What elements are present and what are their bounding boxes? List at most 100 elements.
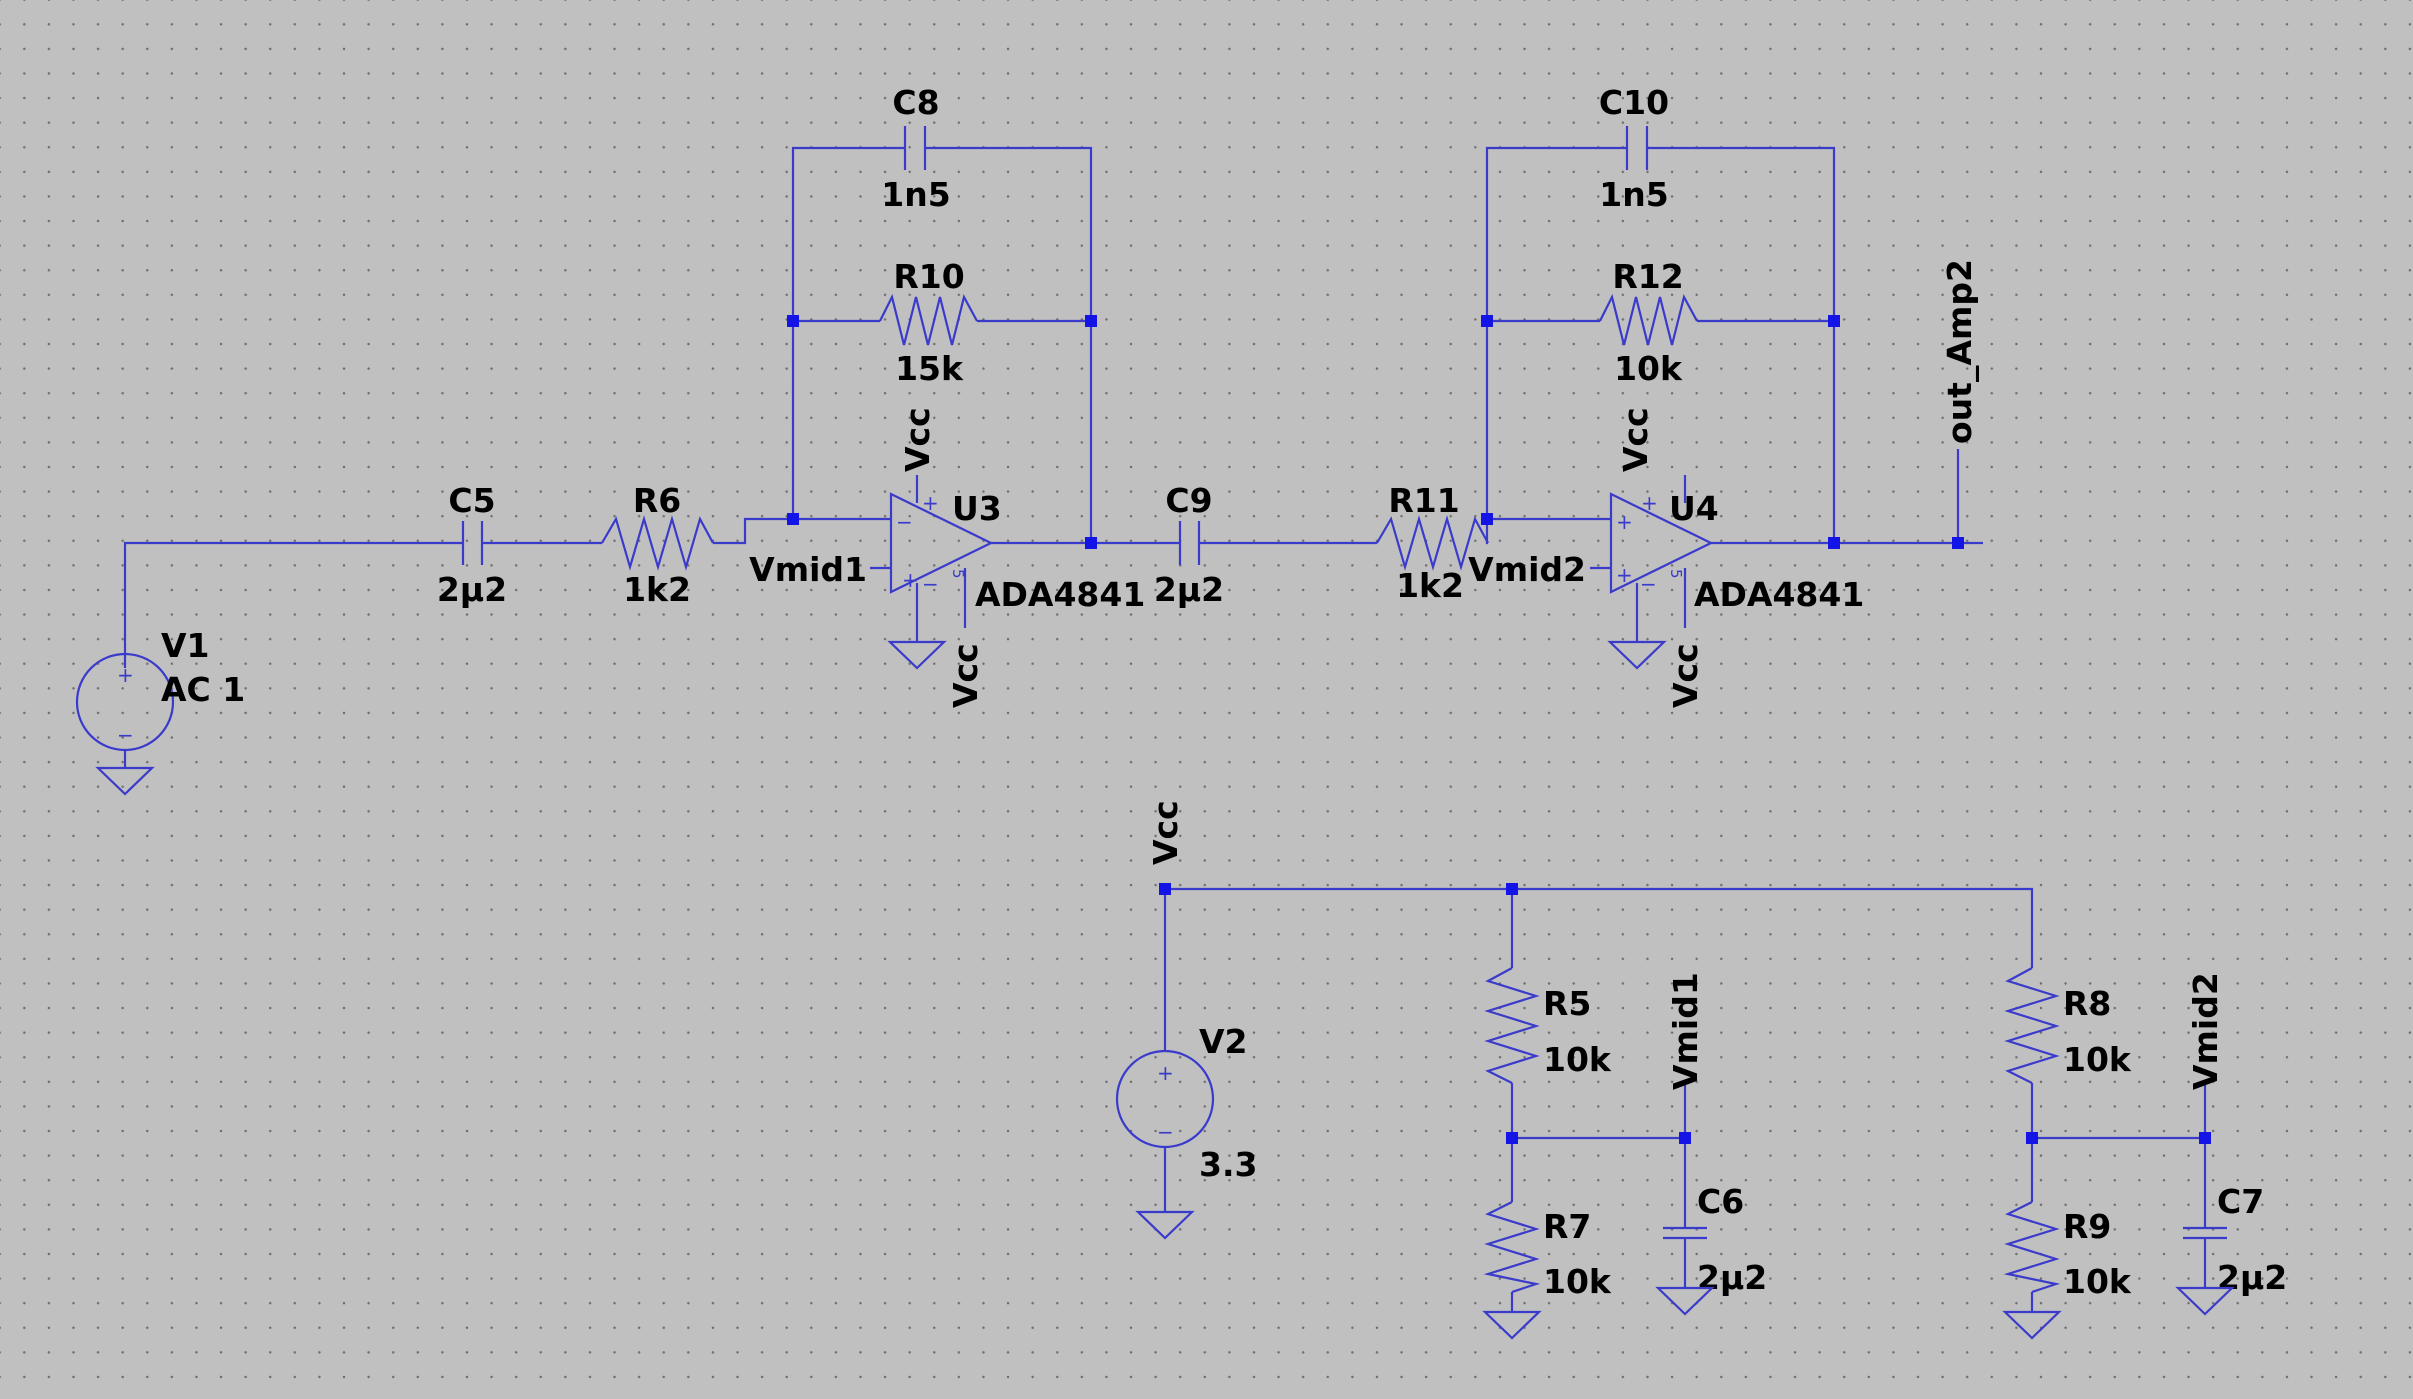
u4-noninverting-pin-mark: + (1616, 510, 1633, 534)
junction-dot (1481, 315, 1493, 327)
u3-pin5-mark: 5 (949, 569, 967, 579)
resistor-r8[interactable]: R8 10k (2004, 967, 2132, 1084)
junctions (787, 315, 2211, 1144)
capacitor-c7[interactable]: C7 2µ2 (2183, 1182, 2287, 1297)
v1-plus-mark: + (117, 663, 134, 687)
resistor-r5[interactable]: R5 10k (1484, 967, 1612, 1084)
resistor-r9[interactable]: R9 10k (2003, 1201, 2132, 1301)
u4-pin5-mark: 5 (1667, 569, 1685, 579)
net-label-out-amp2: out_Amp2 (1940, 259, 1979, 444)
u3-vplus-mark: + (922, 491, 939, 515)
u3-noninverting-pin-mark: + (902, 568, 919, 592)
u3-label: U3 (952, 489, 1002, 528)
wire-v1-to-c5 (123, 541, 463, 668)
r12-symbol[interactable] (1599, 293, 1698, 346)
capacitor-c6[interactable]: C6 2µ2 (1663, 1182, 1767, 1297)
c9-label: C9 (1165, 481, 1212, 520)
capacitor-c8[interactable]: C8 1n5 (881, 83, 950, 214)
u4-noninv-lower-mark: + (1616, 563, 1633, 587)
r9-label: R9 (2063, 1207, 2111, 1246)
wire-amp1-feedback-right (925, 146, 1093, 543)
ground-icon (1135, 1210, 1195, 1240)
junction-dot (1506, 1132, 1518, 1144)
wire-vcc-rail (1165, 887, 2034, 968)
c10-value: 1n5 (1599, 175, 1668, 214)
net-label-vcc-v2: Vcc (1146, 800, 1185, 865)
voltage-source-v2[interactable]: + − V2 3.3 (1115, 1022, 1257, 1184)
v1-label: V1 (161, 626, 210, 665)
opamp-u3[interactable]: − + + − 5 U3 ADA4841 (889, 489, 1145, 614)
c5-value: 2µ2 (437, 570, 507, 609)
v2-plus-mark: + (1157, 1061, 1174, 1085)
u4-triangle[interactable] (1609, 492, 1714, 594)
r12-label: R12 (1612, 257, 1683, 296)
resistor-r6[interactable]: R6 1k2 (601, 481, 714, 609)
net-label-vmid1-divider: Vmid1 (1666, 972, 1705, 1090)
ground-icon (887, 640, 947, 670)
r10-value: 15k (895, 349, 964, 388)
r11-symbol[interactable] (1376, 515, 1489, 571)
opamp-u4[interactable]: + + + − 5 U4 ADA4841 (1609, 489, 1864, 614)
junction-dot (2199, 1132, 2211, 1144)
u3-triangle[interactable] (889, 492, 994, 594)
c5-label: C5 (448, 481, 495, 520)
r8-value: 10k (2063, 1040, 2132, 1079)
v2-label: V2 (1199, 1022, 1248, 1061)
r7-value: 10k (1543, 1262, 1612, 1301)
resistor-r7[interactable]: R7 10k (1483, 1201, 1612, 1301)
junction-dot (1828, 315, 1840, 327)
net-label-vmid1-u3: Vmid1 (749, 550, 867, 589)
r7-label: R7 (1543, 1207, 1591, 1246)
r6-symbol[interactable] (601, 515, 714, 571)
r5-symbol[interactable] (1484, 967, 1540, 1084)
c7-label: C7 (2217, 1182, 2264, 1221)
junction-dot (1679, 1132, 1691, 1144)
capacitor-c10[interactable]: C10 1n5 (1599, 83, 1669, 214)
r6-label: R6 (633, 481, 681, 520)
u3-part: ADA4841 (975, 575, 1145, 614)
c8-value: 1n5 (881, 175, 950, 214)
r9-value: 10k (2063, 1262, 2132, 1301)
r10-label: R10 (893, 257, 964, 296)
junction-dot (787, 513, 799, 525)
capacitor-c5[interactable]: C5 2µ2 (437, 481, 507, 609)
grounds (95, 640, 2235, 1340)
junction-dot (1506, 883, 1518, 895)
junction-dot (1085, 537, 1097, 549)
u4-vplus-mark: + (1641, 491, 1658, 515)
net-label-vcc-u3-top: Vcc (898, 407, 937, 472)
net-label-vmid2-u4: Vmid2 (1468, 550, 1586, 589)
c8-label: C8 (892, 83, 939, 122)
u4-label: U4 (1669, 489, 1719, 528)
wire-r11-to-u4-inverting (1485, 517, 1611, 545)
net-label-vcc-u4-top: Vcc (1616, 407, 1655, 472)
net-labels: Vmid1 Vmid2 Vcc Vcc Vcc Vcc out_Amp2 Vcc… (749, 259, 2225, 1090)
r10-symbol[interactable] (879, 293, 978, 346)
capacitor-c9[interactable]: C9 2µ2 (1154, 481, 1224, 609)
r8-symbol[interactable] (2004, 967, 2060, 1084)
resistor-r10[interactable]: R10 15k (879, 257, 978, 388)
u4-vminus-mark: − (1640, 572, 1657, 596)
c10-label: C10 (1599, 83, 1669, 122)
wire-amp2-feedback-right (1647, 146, 1836, 543)
v2-symbol[interactable] (1115, 1049, 1215, 1149)
wire-r6-to-u3-inverting (713, 517, 891, 545)
r6-value: 1k2 (623, 570, 691, 609)
v1-value: AC 1 (161, 670, 245, 709)
r9-symbol[interactable] (2003, 1201, 2061, 1294)
ground-icon (1482, 1310, 1542, 1340)
r7-symbol[interactable] (1483, 1201, 1541, 1294)
net-label-vcc-u4-bottom: Vcc (1666, 643, 1705, 708)
junction-dot (1952, 537, 1964, 549)
u4-part: ADA4841 (1694, 575, 1864, 614)
ground-icon (2175, 1286, 2235, 1316)
ground-icon (1655, 1286, 1715, 1316)
voltage-source-v1[interactable]: + − V1 AC 1 (75, 626, 245, 768)
junction-dot (1159, 883, 1171, 895)
c9-value: 2µ2 (1154, 570, 1224, 609)
u3-vminus-mark: − (922, 572, 939, 596)
v2-minus-mark: − (1157, 1120, 1174, 1144)
r5-value: 10k (1543, 1040, 1612, 1079)
resistor-r12[interactable]: R12 10k (1599, 257, 1698, 388)
resistor-r11[interactable]: R11 1k2 (1376, 481, 1489, 605)
